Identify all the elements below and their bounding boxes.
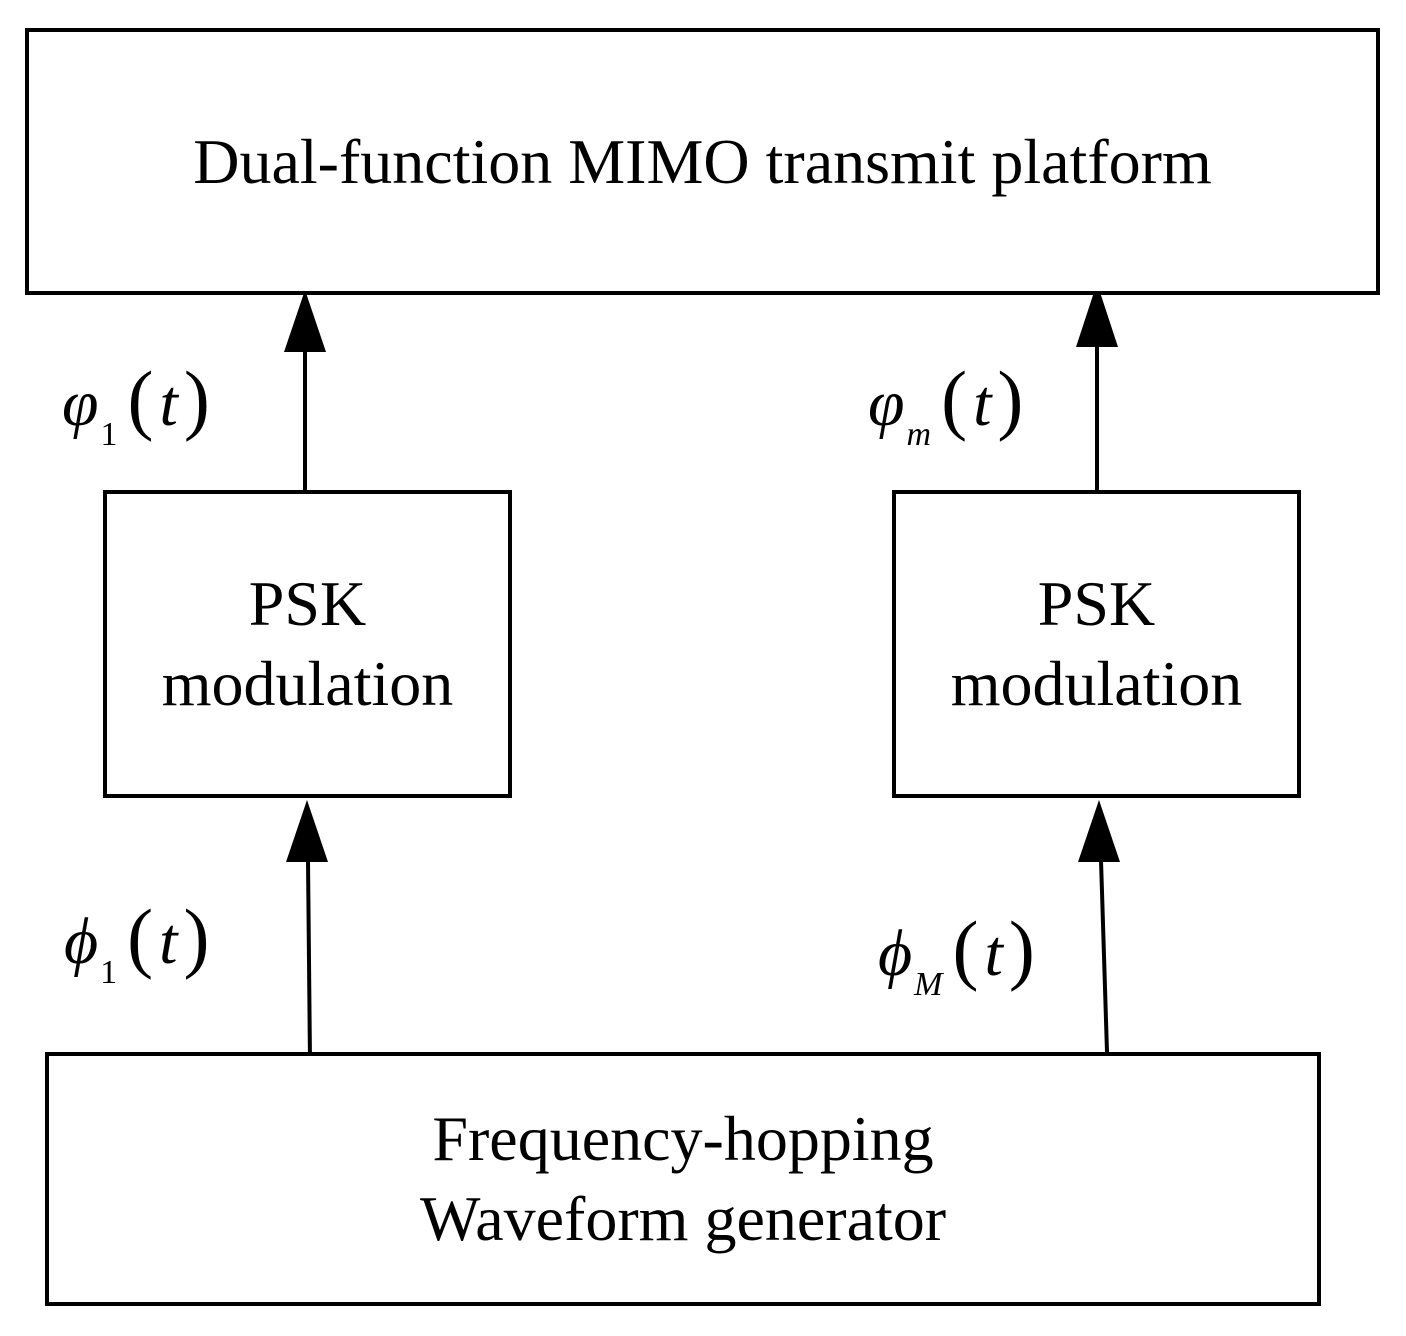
psk-modulation-block-right: PSK modulation [892,490,1301,798]
mimo-transmit-platform-block: Dual-function MIMO transmit platform [25,28,1380,295]
phi-1-symbol: ϕ [64,905,99,978]
psk-right-line2: modulation [950,648,1243,719]
varphi-m-arg: t [973,367,992,440]
varphi-1-open-paren: ( [127,355,154,442]
arrowhead-generator-to-psk-right [1078,800,1120,862]
phi-1-arg: t [159,905,178,978]
arrowhead-psk-left-to-platform [284,290,326,352]
arrowhead-psk-right-to-platform [1076,283,1118,347]
varphi-1-close-paren: ) [183,355,210,442]
arrow-generator-to-psk-right [1099,859,1109,1053]
phi-M-symbol: ϕ [878,917,913,990]
varphi-1-symbol: φ [62,367,99,440]
phi-1-open-paren: ( [127,893,154,980]
arrow-generator-to-psk-left [306,859,312,1063]
phi-1-close-paren: ) [183,893,210,980]
signal-label-phi-M: ϕM(t) [878,910,1035,1002]
waveform-generator-line2: Waveform generator [419,1183,947,1254]
arrowhead-generator-to-psk-left [286,800,328,862]
signal-label-varphi-1: φ1(t) [62,360,210,452]
mimo-transmit-platform-label: Dual-function MIMO transmit platform [193,125,1212,197]
phi-M-arg: t [984,917,1003,990]
psk-left-line2: modulation [161,648,454,719]
phi-M-close-paren: ) [1008,905,1035,992]
varphi-m-subscript: m [906,416,932,453]
psk-left-line1: PSK [248,568,367,639]
varphi-m-open-paren: ( [941,355,968,442]
varphi-1-arg: t [159,367,178,440]
signal-label-varphi-m: φm(t) [868,360,1023,452]
psk-right-line1: PSK [1037,568,1156,639]
varphi-1-subscript: 1 [100,416,118,453]
phi-1-subscript: 1 [100,954,118,991]
phi-M-open-paren: ( [952,905,979,992]
phi-M-subscript: M [914,966,943,1003]
signal-label-phi-1: ϕ1(t) [64,898,209,990]
psk-modulation-block-left: PSK modulation [103,490,512,798]
varphi-m-close-paren: ) [997,355,1024,442]
waveform-generator-block: Frequency-hopping Waveform generator [45,1052,1321,1306]
waveform-generator-line1: Frequency-hopping [432,1103,934,1174]
varphi-m-symbol: φ [868,367,905,440]
